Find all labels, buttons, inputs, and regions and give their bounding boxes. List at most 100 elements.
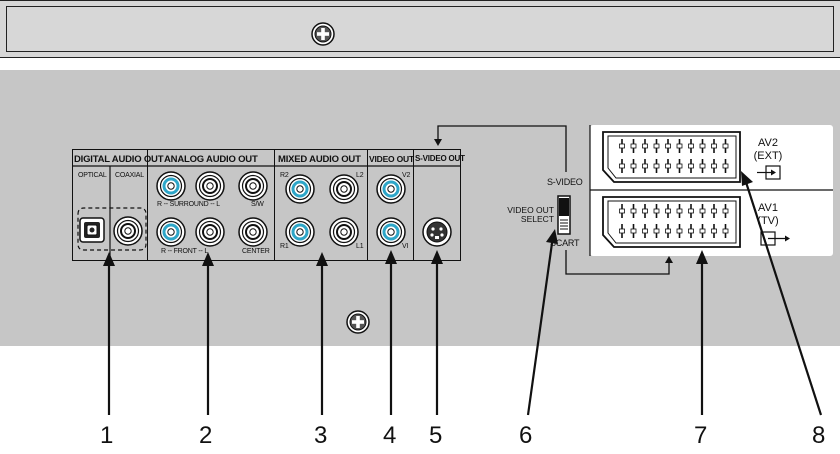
l1-label: L1 — [356, 243, 364, 250]
scart-pin-contact — [630, 163, 637, 169]
front-label: R -- FRONT -- L — [161, 248, 209, 255]
scart-pin-contact — [665, 163, 671, 169]
av2-name: AV2 — [758, 137, 778, 149]
av2-scart-connector-icon — [602, 131, 741, 183]
front-r-rca-jack-icon — [155, 216, 187, 248]
coaxial-label: COAXIAL — [115, 172, 144, 179]
av2-label: AV2 (EXT) — [748, 137, 788, 163]
optical-label: OPTICAL — [78, 172, 107, 179]
surround-l-rca-jack-icon — [195, 171, 225, 201]
v2-label: V2 — [402, 172, 411, 179]
top-strip-inner — [6, 6, 834, 52]
callout-7: 7 — [694, 422, 708, 449]
video-out-select-switch[interactable] — [557, 195, 571, 235]
scart-pin-contact — [676, 228, 683, 234]
callout-4: 4 — [383, 422, 397, 449]
center-label: CENTER — [242, 248, 270, 255]
v2-rca-jack-icon — [375, 173, 407, 205]
scart-pin-contact — [653, 208, 660, 214]
scart-pin-contact — [711, 228, 717, 234]
scart-option-label: SCART — [550, 238, 580, 248]
input-arrow-icon — [757, 165, 781, 180]
r1-label: R1 — [280, 243, 289, 250]
scart-pin-contact — [653, 228, 660, 234]
scart-pin-contact — [722, 143, 729, 149]
analog-audio-out-header: ANALOG AUDIO OUT — [164, 154, 258, 165]
l1-rca-jack-icon — [329, 217, 359, 247]
av1-sub: (TV) — [757, 215, 779, 227]
output-arrow-icon — [760, 231, 786, 246]
scart-pin-contact — [630, 143, 637, 149]
av1-name: AV1 — [758, 202, 778, 214]
scart-pin-contact — [653, 143, 660, 149]
optical-port-icon — [79, 217, 105, 243]
scart-pin-contact — [676, 163, 683, 169]
video-out-header: VIDEO OUT — [369, 154, 414, 164]
callout-1: 1 — [100, 422, 114, 449]
scart-pin-contact — [676, 143, 683, 149]
front-l-rca-jack-icon — [195, 217, 225, 247]
scart-pin-contact — [711, 208, 717, 214]
center-rca-jack-icon — [238, 217, 268, 247]
sw-label: S/W — [251, 201, 264, 208]
scart-pin-contact — [699, 163, 706, 169]
callout-5: 5 — [429, 422, 443, 449]
scart-pin-contact — [619, 228, 625, 234]
av1-scart-connector-icon — [602, 196, 741, 248]
video-out-select-label: VIDEO OUT SELECT — [507, 205, 554, 224]
scart-pin-contact — [642, 208, 648, 214]
scart-pin-contact — [619, 208, 625, 214]
scart-pin-contact — [688, 208, 694, 214]
callout-3: 3 — [314, 422, 328, 449]
callout-lines — [107, 175, 823, 416]
scart-pin-contact — [722, 208, 729, 214]
scart-pin-contact — [642, 163, 648, 169]
v1-label: VI — [402, 243, 409, 250]
av1-label: AV1 (TV) — [748, 202, 788, 228]
callout-2: 2 — [199, 422, 213, 449]
coaxial-rca-jack-icon — [113, 216, 143, 246]
scart-pin-contact — [619, 143, 625, 149]
scart-pin-contact — [688, 163, 694, 169]
r1-rca-jack-icon — [284, 216, 316, 248]
scart-pin-contact — [676, 208, 683, 214]
scart-pin-contact — [699, 143, 706, 149]
s-video-port-icon — [422, 217, 452, 247]
callout-8: 8 — [812, 422, 826, 449]
r2-rca-jack-icon — [284, 173, 316, 205]
scart-pin-contact — [630, 228, 637, 234]
scart-pin-contact — [688, 228, 694, 234]
scart-pin-contact — [653, 163, 660, 169]
analog-jacks — [155, 170, 268, 248]
scart-pin-contact — [722, 163, 729, 169]
surround-r-rca-jack-icon — [155, 170, 187, 202]
l2-label: L2 — [356, 172, 364, 179]
scart-pin-contact — [630, 208, 637, 214]
bottom-screw-plus-icon — [346, 310, 370, 334]
scart-pin-contact — [711, 163, 717, 169]
digital-audio-out-header: DIGITAL AUDIO OUT — [74, 154, 164, 165]
scart-pin-contact — [642, 228, 648, 234]
sw-rca-jack-icon — [238, 171, 268, 201]
scart-pin-contact — [699, 228, 706, 234]
l2-rca-jack-icon — [329, 174, 359, 204]
v1-rca-jack-icon — [375, 216, 407, 248]
scart-pin-contact — [619, 163, 625, 169]
scart-pin-contact — [699, 208, 706, 214]
scart-pin-contact — [665, 228, 671, 234]
scart-pin-contact — [722, 228, 729, 234]
scart-pin-contact — [711, 143, 717, 149]
s-video-out-header: S-VIDEO OUT — [415, 154, 465, 163]
scart-pin-contact — [665, 143, 671, 149]
scart-pin-contact — [642, 143, 648, 149]
r2-label: R2 — [280, 172, 289, 179]
av2-sub: (EXT) — [753, 150, 783, 162]
scart-pin-contact — [665, 208, 671, 214]
selector-arrows — [437, 125, 670, 275]
surround-label: R -- SURROUND -- L — [157, 201, 220, 208]
callout-6: 6 — [519, 422, 533, 449]
top-screw-plus-icon — [311, 22, 335, 46]
s-video-option-label: S-VIDEO — [547, 177, 583, 187]
mixed-audio-out-header: MIXED AUDIO OUT — [278, 154, 361, 165]
